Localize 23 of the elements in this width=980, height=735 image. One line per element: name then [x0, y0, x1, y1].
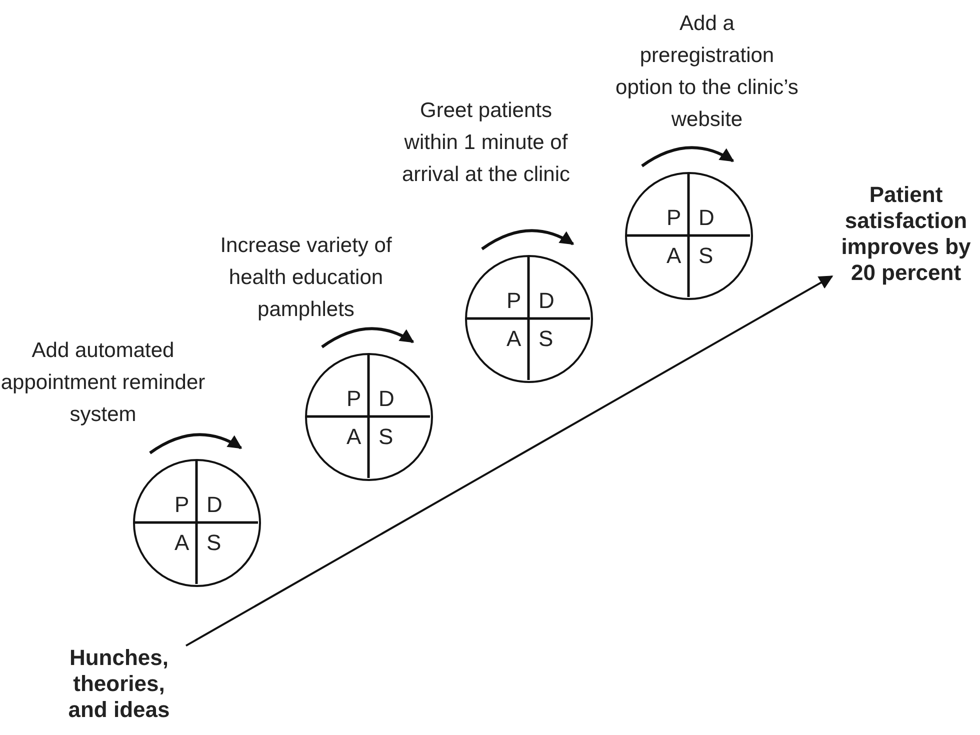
- quadrant-letter: A: [506, 326, 522, 350]
- quadrant-letter: P: [346, 386, 362, 410]
- quadrant-letter: S: [378, 424, 394, 448]
- quadrant-letter: A: [174, 530, 190, 554]
- outcome-label: Hunches, theories, and ideas: [52, 645, 186, 723]
- change-idea-caption: Add automated appointment reminder system: [0, 338, 206, 428]
- quadrant-letter: A: [666, 244, 682, 268]
- quadrant-letter: P: [174, 492, 190, 516]
- quadrant-letter: S: [698, 244, 714, 268]
- quadrant-letter: D: [698, 206, 714, 230]
- change-idea-caption: Increase variety of health education pamphlets: [219, 233, 393, 323]
- change-idea-caption: Add a preregistration option to the clinic’s website: [614, 11, 800, 133]
- quadrant-letter: S: [538, 326, 554, 350]
- quadrant-letter: S: [206, 530, 222, 554]
- change-idea-caption: Greet patients within 1 minute of arrival at the clinic: [401, 98, 571, 188]
- quadrant-letter: A: [346, 424, 362, 448]
- quadrant-letter: P: [506, 288, 522, 312]
- quadrant-letter: D: [206, 492, 222, 516]
- quadrant-letter: D: [538, 288, 554, 312]
- outcome-label: Patient satisfaction improves by 20 percent: [832, 182, 980, 286]
- arrow: [186, 275, 834, 647]
- quadrant-letter: P: [666, 206, 682, 230]
- quadrant-letter: D: [378, 386, 394, 410]
